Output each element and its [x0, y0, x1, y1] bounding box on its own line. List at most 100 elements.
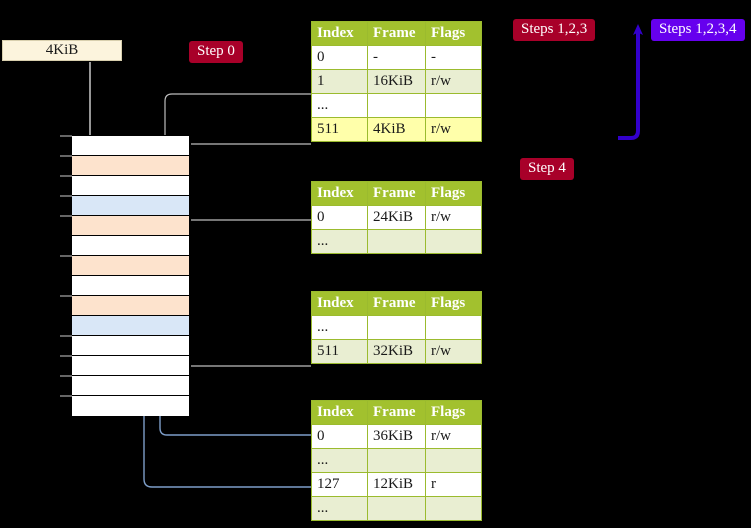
cell-frame: 16KiB — [367, 69, 426, 94]
cell-flags: r/w — [425, 69, 482, 94]
memory-tick-mark — [60, 395, 72, 397]
cell-frame — [367, 229, 426, 254]
col-header-flags: Flags — [425, 400, 482, 425]
col-header-flags: Flags — [425, 291, 482, 316]
badge-steps-1234-label: Steps 1,2,3,4 — [659, 21, 737, 37]
badge-step-0-label: Step 0 — [197, 43, 235, 59]
memory-frame-row — [72, 216, 189, 236]
memory-tick-mark — [60, 155, 72, 157]
memory-tick-mark — [60, 175, 72, 177]
cell-frame: 12KiB — [367, 472, 426, 497]
cell-index: 0 — [311, 205, 368, 230]
cell-flags: - — [425, 45, 482, 70]
page-table-pd: Index Frame Flags ... 511 32KiB r/w — [311, 291, 482, 364]
col-header-frame: Frame — [367, 21, 426, 46]
cell-flags: r/w — [425, 117, 482, 142]
cell-index: ... — [311, 93, 368, 118]
col-header-frame: Frame — [367, 181, 426, 206]
memory-tick-mark — [60, 195, 72, 197]
table-row: 511 32KiB r/w — [311, 339, 482, 364]
cell-index: 511 — [311, 339, 368, 364]
col-header-flags: Flags — [425, 21, 482, 46]
memory-frame-row — [72, 296, 189, 316]
cell-frame: 36KiB — [367, 424, 426, 449]
col-header-index: Index — [311, 291, 368, 316]
page-table-pdpt: Index Frame Flags 0 24KiB r/w ... — [311, 181, 482, 254]
col-header-index: Index — [311, 400, 368, 425]
wire-pt-127-to-memory — [143, 415, 311, 488]
purple-bracket-arrow — [618, 24, 643, 140]
badge-steps-1234: Steps 1,2,3,4 — [651, 19, 745, 41]
cell-flags — [425, 496, 482, 521]
memory-frame-row — [72, 196, 189, 216]
memory-tick-mark — [60, 255, 72, 257]
badge-steps-123: Steps 1,2,3 — [513, 19, 596, 41]
table-row: 511 4KiB r/w — [311, 117, 482, 142]
badge-step-4: Step 4 — [520, 158, 574, 180]
col-header-index: Index — [311, 21, 368, 46]
cell-index: 0 — [311, 424, 368, 449]
cell-flags — [425, 315, 482, 340]
table-row: ... — [311, 229, 482, 254]
table-header-row: Index Frame Flags — [311, 21, 482, 46]
page-table-pml4: Index Frame Flags 0 - - 1 16KiB r/w ... — [311, 21, 482, 142]
cell-frame — [367, 448, 426, 473]
table-row: 0 - - — [311, 45, 482, 70]
cell-index: 511 — [311, 117, 368, 142]
cell-flags — [425, 93, 482, 118]
memory-frame-row — [72, 156, 189, 176]
memory-frame-row — [72, 336, 189, 356]
table-header-row: Index Frame Flags — [311, 291, 482, 316]
table-header-row: Index Frame Flags — [311, 400, 482, 425]
memory-frame-row — [72, 256, 189, 276]
cell-frame — [367, 496, 426, 521]
memory-frame-row — [72, 396, 189, 416]
memory-frame-row — [72, 176, 189, 196]
table-header-row: Index Frame Flags — [311, 181, 482, 206]
table-row: 0 24KiB r/w — [311, 205, 482, 230]
cell-index: 0 — [311, 45, 368, 70]
cell-frame: 32KiB — [367, 339, 426, 364]
cell-index: ... — [311, 315, 368, 340]
physical-memory-column — [71, 135, 190, 416]
badge-step-4-label: Step 4 — [528, 160, 566, 176]
cell-index: ... — [311, 448, 368, 473]
cell-flags: r/w — [425, 424, 482, 449]
cell-flags — [425, 229, 482, 254]
memory-tick-mark — [60, 295, 72, 297]
memory-frame-row — [72, 376, 189, 396]
memory-tick-mark — [60, 335, 72, 337]
memory-frame-row — [72, 356, 189, 376]
cell-flags — [425, 448, 482, 473]
wire-pt-0-to-memory — [159, 415, 311, 436]
table-row: ... — [311, 448, 482, 473]
col-header-frame: Frame — [367, 291, 426, 316]
cell-flags: r — [425, 472, 482, 497]
cell-index: ... — [311, 229, 368, 254]
cell-index: ... — [311, 496, 368, 521]
cell-frame — [367, 315, 426, 340]
cell-frame: 4KiB — [367, 117, 426, 142]
cell-frame: 24KiB — [367, 205, 426, 230]
memory-frame-row — [72, 236, 189, 256]
memory-tick-mark — [60, 375, 72, 377]
badge-step-0: Step 0 — [189, 41, 243, 63]
memory-tick-mark — [60, 215, 72, 217]
cell-frame — [367, 93, 426, 118]
page-size-box: 4KiB — [2, 40, 122, 61]
memory-frame-row — [72, 136, 189, 156]
table-row: 127 12KiB r — [311, 472, 482, 497]
table-row: 1 16KiB r/w — [311, 69, 482, 94]
memory-tick-mark — [60, 135, 72, 137]
table-row: ... — [311, 315, 482, 340]
badge-steps-123-label: Steps 1,2,3 — [521, 21, 588, 37]
memory-tick-mark — [60, 355, 72, 357]
cell-flags: r/w — [425, 205, 482, 230]
col-header-flags: Flags — [425, 181, 482, 206]
page-size-label: 4KiB — [45, 42, 79, 58]
cell-flags: r/w — [425, 339, 482, 364]
cell-frame: - — [367, 45, 426, 70]
cell-index: 1 — [311, 69, 368, 94]
page-table-pt: Index Frame Flags 0 36KiB r/w ... 127 12… — [311, 400, 482, 521]
